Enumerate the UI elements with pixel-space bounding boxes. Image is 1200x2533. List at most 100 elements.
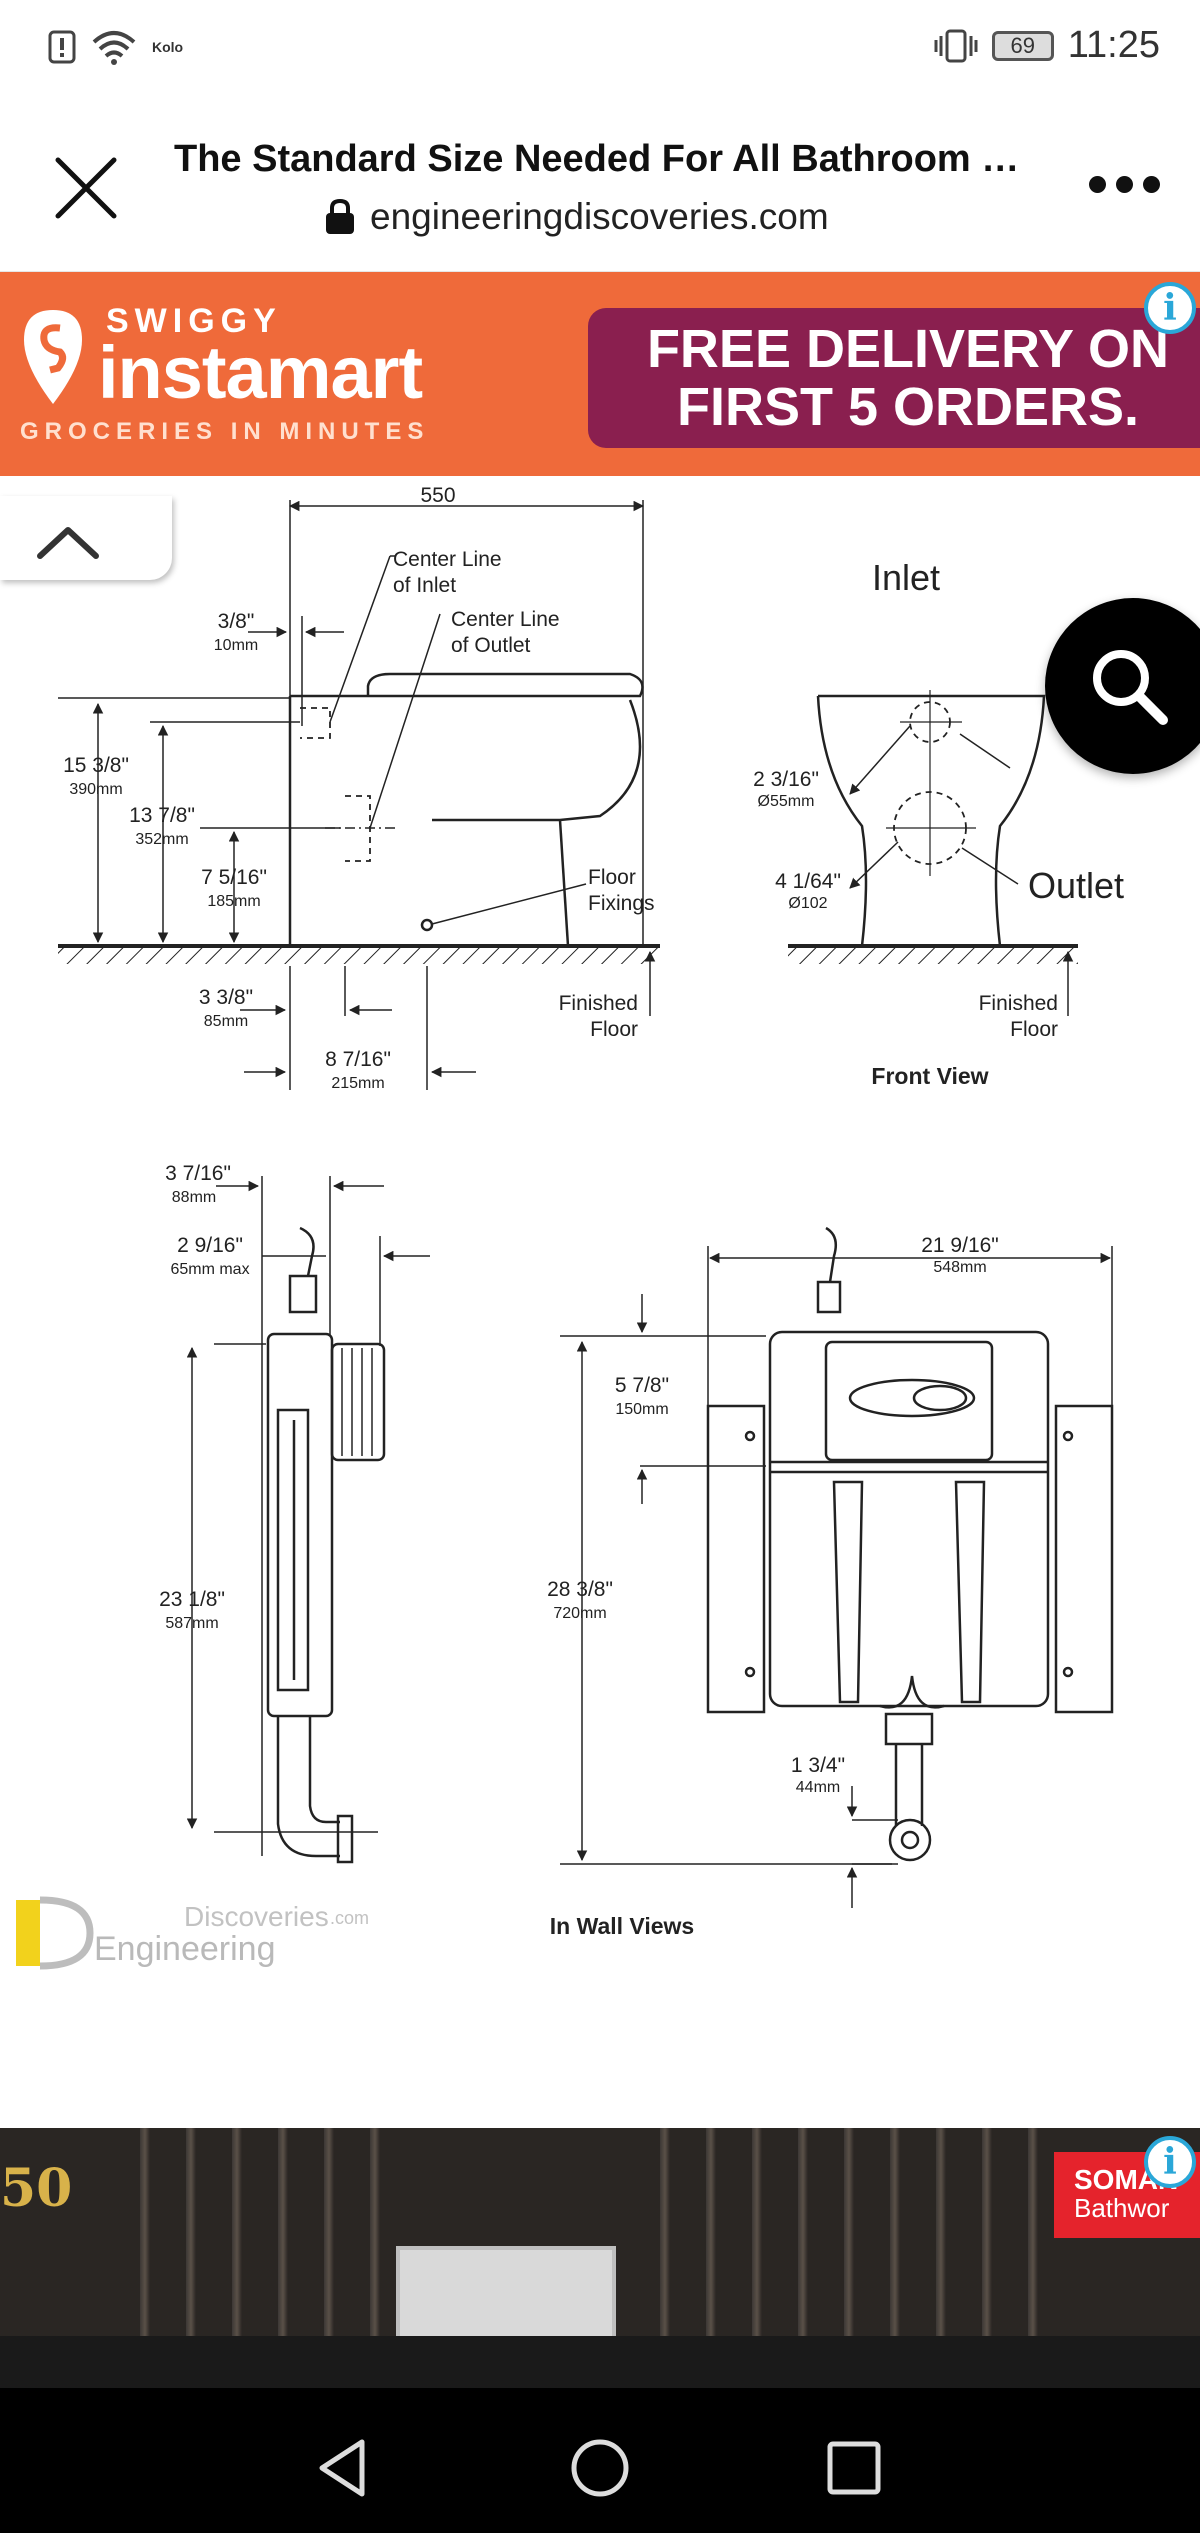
side-view-labels: 550 Center Line of Inlet Center Line of … — [63, 484, 654, 1092]
ad-slat — [1028, 2128, 1038, 2336]
label-inlet: Inlet — [872, 557, 940, 598]
article-image: 550 Center Line of Inlet Center Line of … — [0, 476, 1200, 2128]
label-floor-fixings: Fixings — [588, 892, 655, 915]
dim-mm: 390mm — [69, 781, 122, 798]
watermark: Discoveries .com Engineering — [16, 1896, 369, 1970]
dim-inch: 7 5/16" — [201, 866, 267, 889]
dim-inch: 13 7/8" — [129, 804, 195, 827]
in-wall-front-labels: 21 9/16" 548mm 5 7/8" 150mm 28 3/8" 720m… — [547, 1234, 999, 1939]
ad-slat — [370, 2128, 380, 2336]
recents-button[interactable] — [814, 2428, 894, 2508]
label-finished-floor: Floor — [1010, 1018, 1058, 1041]
dim-mm: 150mm — [615, 1401, 668, 1418]
back-button[interactable] — [304, 2428, 384, 2508]
in-wall-side-labels: 3 7/16" 88mm 2 9/16" 65mm max 23 1/8" 58… — [159, 1162, 249, 1632]
ad-slat — [982, 2128, 992, 2336]
ad-brand-line: Bathwor — [1074, 2193, 1170, 2223]
collapse-button[interactable] — [0, 496, 172, 580]
dim-inch: 3/8" — [218, 610, 255, 633]
dim-mm: 185mm — [207, 893, 260, 910]
ad-slat — [324, 2128, 334, 2336]
dim-inch: 3 3/8" — [199, 986, 253, 1009]
ad-banner-top[interactable]: SWIGGY instamart GROCERIES IN MINUTES FR… — [0, 272, 1200, 476]
watermark-line2: Engineering — [94, 1930, 275, 1968]
dim-mm: 548mm — [933, 1259, 986, 1276]
side-view — [58, 500, 660, 1090]
watermark-logo-icon — [16, 1900, 40, 1966]
back-icon — [319, 2439, 365, 2497]
dim-mm: 10mm — [214, 637, 258, 654]
more-icon-dot — [1116, 176, 1133, 193]
dim-mm: 215mm — [331, 1075, 384, 1092]
ad-slat — [752, 2128, 762, 2336]
dim-mm: Ø102 — [788, 895, 827, 912]
close-button[interactable] — [48, 150, 124, 226]
status-right: 69 11:25 — [934, 24, 1160, 67]
dim-inch: 3 7/16" — [165, 1162, 231, 1185]
ad-brand: instamart — [98, 331, 423, 414]
dim-mm: 88mm — [172, 1189, 216, 1206]
more-options-button[interactable] — [1089, 176, 1160, 193]
label-finished-floor: Floor — [590, 1018, 638, 1041]
battery-icon: 69 — [991, 30, 1054, 61]
dim-inch: 4 1/64" — [775, 870, 841, 893]
vibrate-icon — [934, 29, 978, 62]
label-center-outlet: of Outlet — [451, 634, 531, 657]
label-finished-floor: Finished — [559, 992, 638, 1015]
clock: 11:25 — [1067, 24, 1160, 66]
home-button[interactable] — [560, 2428, 640, 2508]
lock-icon — [326, 198, 354, 234]
ad-slat — [278, 2128, 288, 2336]
page-url[interactable]: engineeringdiscoveries.com — [324, 196, 829, 238]
system-nav-bar — [0, 2388, 1200, 2533]
more-icon-dot — [1089, 176, 1106, 193]
in-wall-front-view — [560, 1226, 1114, 1908]
page-title: The Standard Size Needed For All Bathroo… — [174, 138, 1024, 180]
ad-slat — [186, 2128, 196, 2336]
dim-mm: Ø55mm — [758, 793, 815, 810]
ad-slat — [798, 2128, 808, 2336]
ad-brand-top: SWIGGY — [106, 302, 282, 340]
label-outlet: Outlet — [1028, 865, 1124, 906]
watermark-suffix: .com — [330, 1908, 369, 1928]
status-bar: Kolo 69 11:25 — [0, 0, 1200, 100]
dim-inch: 2 9/16" — [177, 1234, 243, 1257]
dim-mm: 65mm max — [170, 1261, 249, 1278]
search-button[interactable] — [1045, 598, 1200, 774]
wifi-icon — [92, 31, 136, 65]
ad-offer-line: FIRST 5 ORDERS. — [676, 377, 1140, 437]
ad-brand-box: SOMAN Bathwor — [1054, 2152, 1200, 2238]
in-wall-side-view — [186, 1176, 430, 1864]
dim-mm: 44mm — [796, 1779, 840, 1796]
dim-mm: 720mm — [553, 1605, 606, 1622]
dim-550: 550 — [420, 484, 455, 507]
home-icon — [571, 2439, 629, 2497]
caption-front-view: Front View — [871, 1063, 988, 1089]
ad-slat — [232, 2128, 242, 2336]
front-view — [788, 690, 1078, 1016]
ad-slat — [936, 2128, 946, 2336]
ad-offer-box: FREE DELIVERY ON FIRST 5 ORDERS. — [588, 308, 1200, 448]
dim-inch: 15 3/8" — [63, 754, 129, 777]
ad-anniversary-badge: 50 — [0, 2158, 73, 2219]
nav-strip — [0, 2336, 1200, 2388]
ad-slat — [660, 2128, 670, 2336]
status-left: Kolo — [48, 28, 183, 66]
dim-mm: 85mm — [204, 1013, 248, 1030]
browser-title-bar: The Standard Size Needed For All Bathroo… — [0, 100, 1200, 272]
alert-icon — [48, 30, 76, 64]
ad-banner-bottom[interactable]: 50 SOMAN Bathwor i — [0, 2128, 1200, 2336]
ad-offer-line: FREE DELIVERY ON — [646, 319, 1170, 379]
label-finished-floor: Finished — [979, 992, 1058, 1015]
location-pin-icon — [24, 310, 82, 404]
ad-info-icon[interactable]: i — [1144, 2136, 1196, 2188]
chevron-up-icon — [37, 527, 99, 559]
recents-icon — [827, 2441, 881, 2495]
dim-inch: 2 3/16" — [753, 768, 819, 791]
dim-mm: 352mm — [135, 831, 188, 848]
carrier-label: Kolo — [152, 39, 184, 55]
ad-tagline: GROCERIES IN MINUTES — [20, 418, 430, 445]
ad-info-icon[interactable]: i — [1144, 282, 1196, 334]
ad-slat — [706, 2128, 716, 2336]
ad-slat — [140, 2128, 150, 2336]
